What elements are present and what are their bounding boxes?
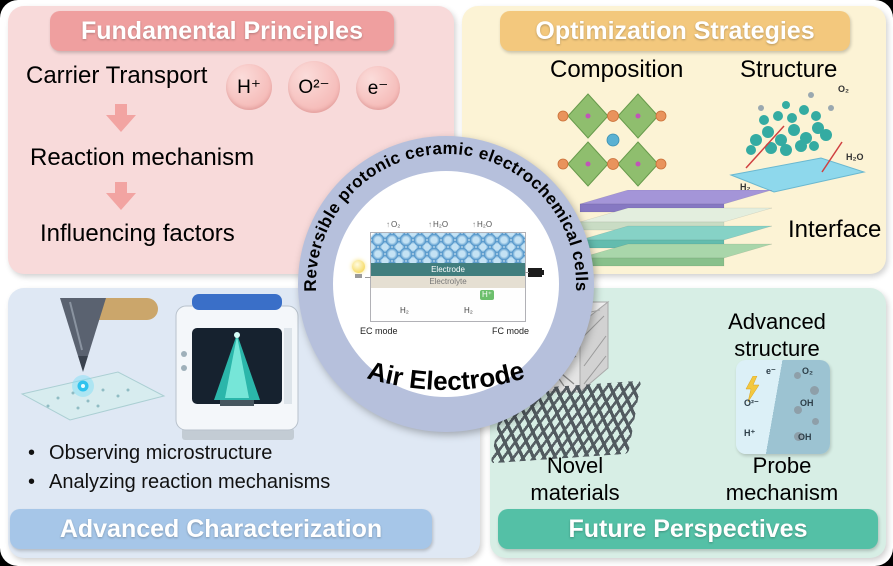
battery-terminal — [542, 270, 544, 275]
h2o-label: H₂O — [433, 220, 449, 229]
molecule-dot — [794, 406, 802, 414]
bulb-glass — [352, 260, 365, 273]
probe-mechanism-label: Probe mechanism — [725, 453, 839, 505]
porous-electrode-layer — [371, 233, 525, 263]
molecule-dot — [812, 418, 819, 425]
gas-label: ↑H₂O — [428, 220, 448, 229]
proton-ion-badge: H⁺ — [226, 64, 272, 110]
sem-instrument-image — [175, 294, 299, 440]
down-arrow-icon — [106, 182, 136, 210]
o2-label: O₂ — [802, 366, 813, 376]
o2-label: O₂ — [838, 84, 849, 94]
layer-stack-image — [579, 190, 773, 267]
battery-icon — [528, 268, 542, 277]
interface-label: Interface — [788, 216, 882, 243]
o2-label: O₂ — [391, 220, 401, 229]
probe-microscope-image — [20, 298, 166, 421]
list-item: • Analyzing reaction mechanisms — [28, 471, 330, 494]
electrolyte-layer: Electrolyte — [371, 276, 525, 288]
advanced-structure-label: Advanced structure — [728, 309, 826, 361]
up-arrow-icon: ↑ — [386, 220, 390, 229]
fc-mode-label: FC mode — [492, 326, 530, 336]
molecule-dot — [794, 372, 801, 379]
panel-fundamental-principles: Fundamental Principles Carrier Transport… — [8, 6, 454, 274]
electron-ion-badge: e⁻ — [356, 66, 400, 110]
light-bulb-icon — [352, 260, 365, 278]
up-arrow-icon: ↑ — [428, 220, 432, 229]
hydroxide-label: OH — [800, 398, 814, 408]
bullet-text-observing: Observing microstructure — [49, 442, 273, 464]
hydroxide-label: OH — [798, 432, 812, 442]
oxygen-ion-badge: O²⁻ — [288, 61, 340, 113]
influencing-factors-label: Influencing factors — [40, 220, 235, 247]
advanced-characterization-title: Advanced Characterization — [10, 509, 432, 549]
structure-label: Structure — [740, 56, 838, 83]
oxygen-ion-label: O²⁻ — [744, 398, 759, 408]
h2-label: H₂ — [740, 182, 751, 192]
bulb-base — [355, 274, 362, 278]
optimization-strategies-title: Optimization Strategies — [500, 11, 850, 51]
novel-materials-label: Novel materials — [530, 453, 620, 505]
proton-badge: H⁺ — [480, 290, 494, 300]
h2o-label: H₂O — [477, 220, 493, 229]
up-arrow-icon: ↑ — [472, 220, 476, 229]
gas-label: ↑O₂ — [386, 220, 400, 229]
h2o-label: H₂O — [846, 152, 864, 162]
composition-label: Composition — [550, 56, 684, 83]
wire — [525, 272, 529, 273]
bullet-icon: • — [28, 471, 36, 493]
reaction-mechanism-label: Reaction mechanism — [30, 144, 255, 171]
bullet-icon: • — [28, 442, 36, 464]
fundamental-principles-title: Fundamental Principles — [50, 11, 394, 51]
bullet-text-analyzing: Analyzing reaction mechanisms — [49, 471, 331, 493]
electrode-layer: Electrode — [371, 263, 525, 276]
down-arrow-icon — [106, 104, 136, 132]
molecule-dot — [810, 386, 819, 395]
cell-schematic: ↑O₂ ↑H₂O ↑H₂O Electrode Electrolyte H⁺ H… — [352, 220, 544, 345]
probe-mechanism-image: e⁻ O₂ O²⁻ OH H⁺ OH — [736, 360, 830, 454]
wire — [365, 277, 371, 278]
h2-label: H₂ — [400, 306, 409, 315]
crystal-structure-image — [557, 93, 667, 187]
h2-label: H₂ — [464, 306, 473, 315]
gas-label: ↑H₂O — [472, 220, 492, 229]
future-perspectives-title: Future Perspectives — [498, 509, 878, 549]
list-item: • Observing microstructure — [28, 442, 272, 465]
carrier-transport-label: Carrier Transport — [26, 62, 208, 89]
proton-label: H⁺ — [744, 428, 756, 438]
nanostructure-image: O₂ H₂O H₂ — [729, 84, 866, 193]
molecule-dot — [794, 432, 803, 441]
lightning-icon — [745, 376, 760, 402]
ec-mode-label: EC mode — [360, 326, 398, 336]
electron-label: e⁻ — [766, 366, 776, 376]
